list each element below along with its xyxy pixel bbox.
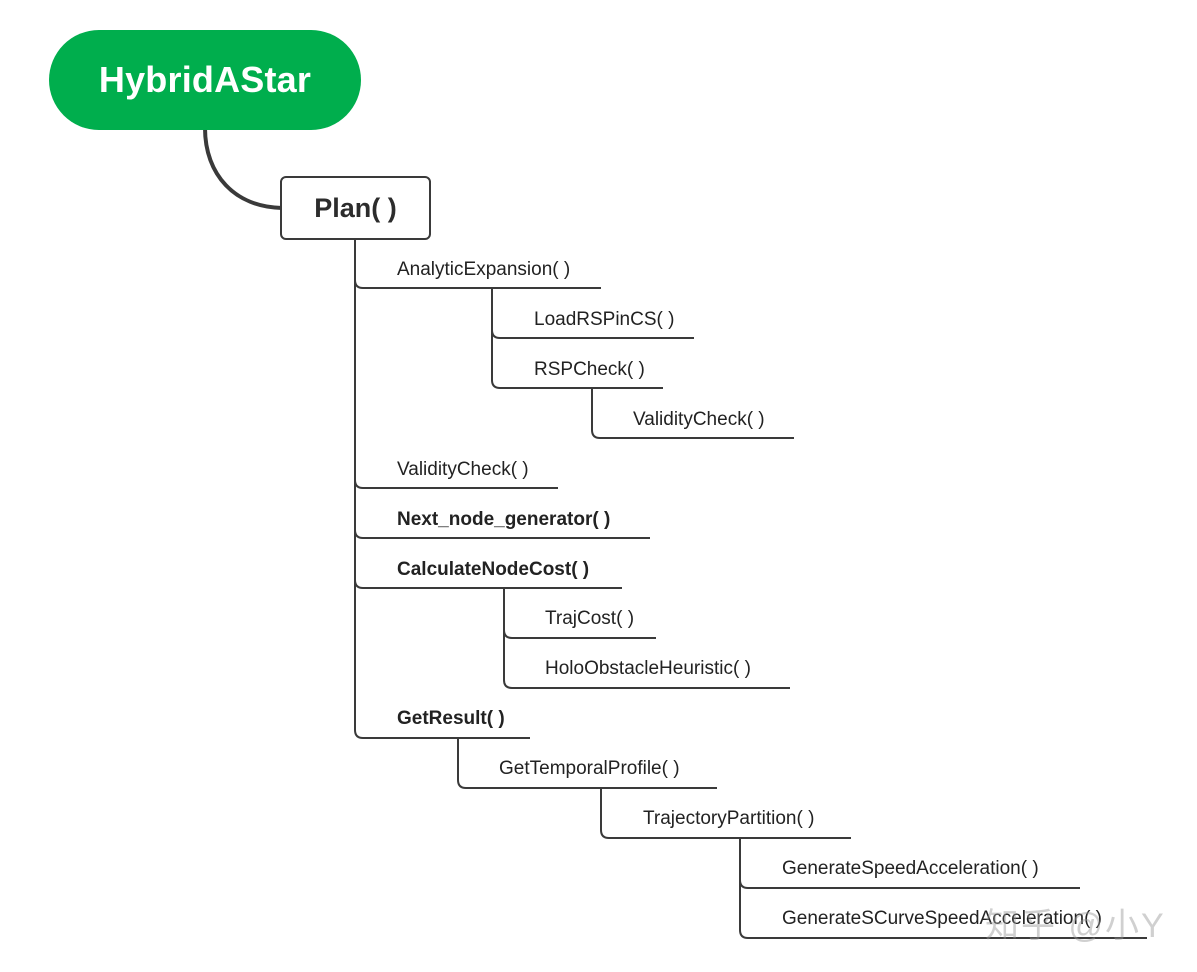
calculate-trunk-line <box>503 588 790 689</box>
root-node-hybridastar[interactable]: HybridAStar <box>49 30 361 130</box>
root-to-plan-connector <box>203 127 283 210</box>
node-trajectory-partition[interactable]: TrajectoryPartition( ) <box>643 808 815 829</box>
branch-calculate-node-cost <box>354 579 622 589</box>
node-rsp-validity-check[interactable]: ValidityCheck( ) <box>633 409 765 430</box>
branch-trajectory-partition <box>600 788 851 839</box>
node-calculate-node-cost[interactable]: CalculateNodeCost( ) <box>397 559 590 580</box>
analytic-trunk-line <box>491 288 663 389</box>
branch-generate-speed-acceleration <box>739 879 1080 889</box>
branch-get-temporal-profile <box>457 738 717 789</box>
node-load-rsp-in-cs[interactable]: LoadRSPinCS( ) <box>534 309 675 330</box>
node-holo-obstacle-heuristic[interactable]: HoloObstacleHeuristic( ) <box>545 658 751 679</box>
root-node-label: HybridAStar <box>98 59 312 100</box>
plan-trunk-line <box>354 240 530 739</box>
branch-validity-check <box>354 479 558 489</box>
node-validity-check[interactable]: ValidityCheck( ) <box>397 459 529 480</box>
partition-trunk-line <box>739 838 1147 939</box>
branch-analytic-expansion <box>354 279 601 289</box>
node-traj-cost[interactable]: TrajCost( ) <box>545 608 635 629</box>
node-next-node-generator[interactable]: Next_node_generator( ) <box>397 509 611 530</box>
branch-traj-cost <box>503 629 656 639</box>
node-get-temporal-profile[interactable]: GetTemporalProfile( ) <box>499 758 680 779</box>
node-analytic-expansion[interactable]: AnalyticExpansion( ) <box>397 259 571 280</box>
plan-node[interactable]: Plan( ) <box>280 176 431 240</box>
branch-next-node-generator <box>354 529 650 539</box>
watermark-text: 知乎 @小Y <box>985 907 1166 945</box>
node-rsp-check[interactable]: RSPCheck( ) <box>534 359 645 380</box>
node-generate-speed-acceleration[interactable]: GenerateSpeedAcceleration( ) <box>782 858 1039 879</box>
branch-rsp-validity-check <box>591 388 794 439</box>
node-generate-scurve-speed-acceleration[interactable]: GenerateSCurveSpeedAcceleration( ) <box>782 908 1103 929</box>
node-get-result[interactable]: GetResult( ) <box>397 708 505 729</box>
branch-load-rsp-in-cs <box>491 329 694 339</box>
plan-node-label: Plan( ) <box>314 192 397 223</box>
